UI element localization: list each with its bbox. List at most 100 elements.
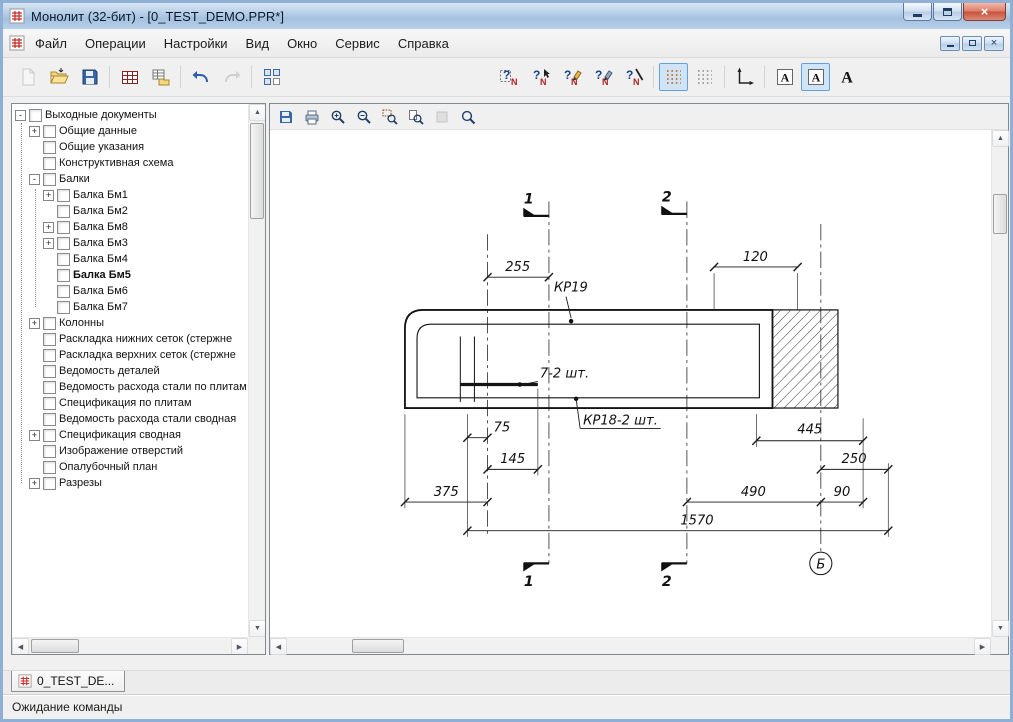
- expander-icon[interactable]: [43, 189, 54, 201]
- table-button[interactable]: [115, 63, 144, 91]
- checkbox-icon[interactable]: [57, 188, 70, 202]
- number-strike-button[interactable]: ?N: [619, 63, 648, 91]
- tree-item[interactable]: Спецификация сводная: [15, 427, 248, 443]
- number-edit-button[interactable]: ?N: [557, 63, 586, 91]
- mdi-minimize-button[interactable]: [940, 35, 960, 51]
- checkbox-icon[interactable]: [43, 380, 56, 394]
- restore-button[interactable]: [933, 3, 962, 21]
- checkbox-icon[interactable]: [43, 332, 56, 346]
- tree-item[interactable]: Балка Бм7: [15, 299, 248, 315]
- text-plain-button[interactable]: A: [832, 63, 861, 91]
- scroll-up-arrow[interactable]: ▲: [249, 104, 265, 121]
- expander-icon[interactable]: [29, 125, 40, 137]
- tree-item[interactable]: Раскладка верхних сеток (стержне: [15, 347, 248, 363]
- scroll-up-arrow[interactable]: ▲: [992, 130, 1009, 147]
- tree-item[interactable]: Балка Бм3: [15, 235, 248, 251]
- tree-item[interactable]: Общие данные: [15, 123, 248, 139]
- mdi-restore-button[interactable]: [962, 35, 982, 51]
- tree-item[interactable]: Спецификация по плитам: [15, 395, 248, 411]
- scroll-down-arrow[interactable]: ▼: [249, 620, 265, 637]
- save-document-button[interactable]: [75, 63, 104, 91]
- text-boxed-button[interactable]: A: [770, 63, 799, 91]
- checkbox-icon[interactable]: [57, 236, 70, 250]
- number-query-button[interactable]: ?N: [495, 63, 524, 91]
- tree-item[interactable]: Выходные документы: [15, 107, 248, 123]
- expander-icon[interactable]: [15, 109, 26, 121]
- close-button[interactable]: ×: [963, 3, 1006, 21]
- grid-off-button[interactable]: [690, 63, 719, 91]
- zoom-page-button[interactable]: [405, 106, 427, 128]
- menu-service[interactable]: Сервис: [335, 35, 380, 51]
- scroll-down-arrow[interactable]: ▼: [992, 620, 1009, 637]
- checkbox-icon[interactable]: [43, 476, 56, 490]
- checkbox-icon[interactable]: [43, 316, 56, 330]
- scrollbar-thumb[interactable]: [352, 639, 404, 653]
- checkbox-icon[interactable]: [57, 300, 70, 314]
- menu-view[interactable]: Вид: [245, 35, 270, 51]
- checkbox-icon[interactable]: [43, 428, 56, 442]
- expander-icon[interactable]: [43, 221, 54, 233]
- menu-window[interactable]: Окно: [287, 35, 318, 51]
- checkbox-icon[interactable]: [57, 268, 70, 282]
- expander-icon[interactable]: [29, 317, 40, 329]
- checkbox-icon[interactable]: [43, 348, 56, 362]
- tree-item[interactable]: Балка Бм4: [15, 251, 248, 267]
- number-edit-alt-button[interactable]: ?N: [588, 63, 617, 91]
- checkbox-icon[interactable]: [43, 364, 56, 378]
- scroll-right-arrow[interactable]: ▶: [974, 638, 991, 655]
- menu-operations[interactable]: Операции: [84, 35, 146, 51]
- tree-item[interactable]: Балка Бм6: [15, 283, 248, 299]
- checkbox-icon[interactable]: [57, 284, 70, 298]
- undo-button[interactable]: [186, 63, 215, 91]
- tree-item[interactable]: Балка Бм2: [15, 203, 248, 219]
- checkbox-icon[interactable]: [57, 204, 70, 218]
- tree-item[interactable]: Изображение отверстий: [15, 443, 248, 459]
- text-boxed-active-button[interactable]: A: [801, 63, 830, 91]
- beam-drawing-canvas[interactable]: 255 120 75 145 445 250 375 490 90 1570: [270, 130, 991, 637]
- expander-icon[interactable]: [43, 237, 54, 249]
- menu-settings[interactable]: Настройки: [163, 35, 228, 51]
- scrollbar-thumb[interactable]: [31, 639, 79, 653]
- tree-item[interactable]: Разрезы: [15, 475, 248, 491]
- tree-item[interactable]: Конструктивная схема: [15, 155, 248, 171]
- tree-item-selected[interactable]: Балка Бм5: [15, 267, 248, 283]
- scrollbar-thumb[interactable]: [993, 194, 1007, 234]
- viewer-print-button[interactable]: [301, 106, 323, 128]
- open-document-button[interactable]: [44, 63, 73, 91]
- tree-item[interactable]: Балка Бм8: [15, 219, 248, 235]
- scroll-right-arrow[interactable]: ▶: [231, 638, 248, 654]
- menu-file[interactable]: Файл: [35, 35, 67, 51]
- axes-button[interactable]: [730, 63, 759, 91]
- checkbox-icon[interactable]: [43, 172, 56, 186]
- tree-item[interactable]: Общие указания: [15, 139, 248, 155]
- checkbox-icon[interactable]: [43, 412, 56, 426]
- checkbox-icon[interactable]: [43, 460, 56, 474]
- tree-item[interactable]: Балка Бм1: [15, 187, 248, 203]
- mdi-close-button[interactable]: ×: [984, 35, 1004, 51]
- checkbox-icon[interactable]: [57, 252, 70, 266]
- tree-item[interactable]: Опалубочный план: [15, 459, 248, 475]
- checkbox-icon[interactable]: [43, 444, 56, 458]
- zoom-in-button[interactable]: [327, 106, 349, 128]
- fragments-button[interactable]: [257, 63, 286, 91]
- expander-icon[interactable]: [29, 477, 40, 489]
- tree-item[interactable]: Ведомость расхода стали сводная: [15, 411, 248, 427]
- minimize-button[interactable]: [903, 3, 932, 21]
- document-tab[interactable]: 0_TEST_DE...: [11, 671, 126, 692]
- checkbox-icon[interactable]: [43, 396, 56, 410]
- zoom-out-button[interactable]: [353, 106, 375, 128]
- checkbox-icon[interactable]: [43, 140, 56, 154]
- checkbox-icon[interactable]: [57, 220, 70, 234]
- tree-item[interactable]: Раскладка нижних сеток (стержне: [15, 331, 248, 347]
- checkbox-icon[interactable]: [43, 124, 56, 138]
- scroll-left-arrow[interactable]: ◀: [12, 638, 29, 654]
- expander-icon[interactable]: [29, 173, 40, 185]
- tree-item[interactable]: Ведомость расхода стали по плитам: [15, 379, 248, 395]
- export-table-button[interactable]: [146, 63, 175, 91]
- checkbox-icon[interactable]: [43, 156, 56, 170]
- menu-help[interactable]: Справка: [397, 35, 449, 51]
- checkbox-icon[interactable]: [29, 108, 42, 122]
- tree-item[interactable]: Балки: [15, 171, 248, 187]
- scrollbar-thumb[interactable]: [250, 123, 264, 219]
- number-pick-button[interactable]: ?N: [526, 63, 555, 91]
